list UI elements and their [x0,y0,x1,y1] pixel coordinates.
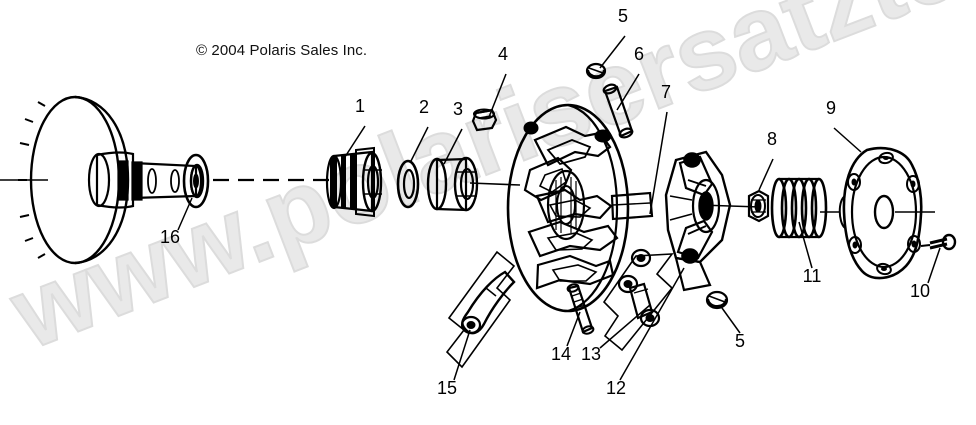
callout-label-4: 4 [498,44,508,64]
part-15-shift-weight [445,250,516,369]
leader-line-3 [443,128,463,165]
part-4-retaining-nut [471,108,498,132]
moveable-sheave-assembly [506,103,654,313]
callout-label-11: 11 [803,266,822,286]
part-2-washer [396,159,420,209]
callout-label-15: 15 [437,378,457,398]
callout-label-1: 1 [355,96,365,116]
part-11-clutch-spring [770,177,828,239]
callout-label-13: 13 [581,344,601,364]
part-7-spider-cam-assembly [664,150,732,292]
part-8-spring-retainer-washer [747,189,770,223]
leader-line-4 [488,73,507,118]
leader-line-11 [798,221,813,269]
callout-label-16: 16 [160,227,180,247]
driven-disc-assembly [18,95,203,265]
leader-line-10 [927,247,941,284]
leader-line-12 [619,267,685,381]
callout-label-14: 14 [551,344,571,364]
leader-line-13 [599,304,651,349]
part-5-plug-cap-bottom [705,290,729,310]
callout-label-8: 8 [767,129,777,149]
callout-label-7: 7 [661,82,671,102]
callout-label-3: 3 [453,99,463,119]
leader-line-14 [566,311,581,347]
part-10-cover-bolt [920,233,957,251]
part-3-spacer-bearing [426,156,479,212]
leader-line-8 [758,158,774,191]
copyright-notice: © 2004 Polaris Sales Inc. [196,42,368,59]
part-9-clutch-cover-plate [838,146,923,280]
part-5-plug-cap-top [585,62,607,80]
part-6-dowel-pin [602,83,634,139]
part-16-shaft-washer [182,153,210,209]
callout-label-2: 2 [419,97,429,117]
callout-label-12: 12 [606,378,626,398]
callout-label-5b: 5 [735,331,745,351]
leader-line-9 [833,127,862,153]
leader-line-6 [616,73,640,111]
leader-line-5a [599,35,626,69]
callout-label-6: 6 [634,44,644,64]
leader-line-7 [649,111,668,215]
leader-lines [177,35,941,381]
leader-line-15 [453,329,471,381]
leader-line-1 [342,125,366,161]
callout-label-5a: 5 [618,6,628,26]
leader-line-2 [409,126,429,164]
leader-line-16 [177,197,193,231]
callout-label-10: 10 [910,281,930,301]
callout-label-9: 9 [826,98,836,118]
part-1-splined-bushing [325,146,383,218]
leader-line-5b [721,307,741,334]
